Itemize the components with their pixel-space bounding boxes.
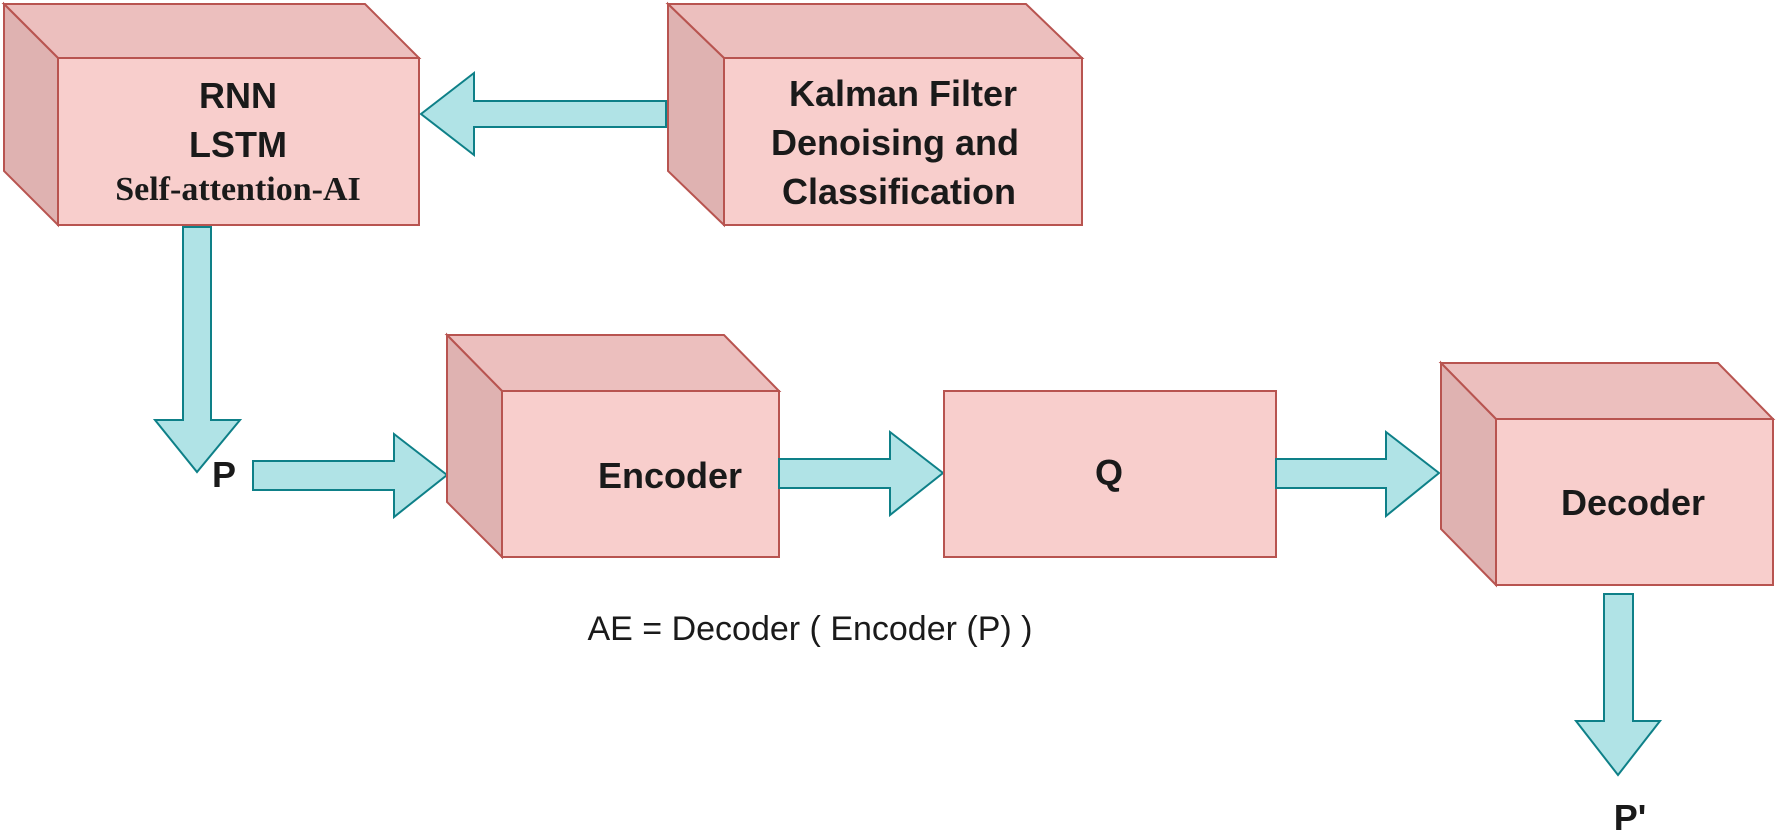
autoencoder-formula: AE = Decoder ( Encoder (P) ) <box>587 610 1032 648</box>
kalman-filter-label: Kalman Filter <box>789 73 1017 114</box>
arrow-encoder-to-q <box>778 429 945 518</box>
arrow-decoder-to-p-prime <box>1573 593 1663 777</box>
arrow-q-to-decoder <box>1275 429 1441 519</box>
self-attention-label: Self-attention-AI <box>115 171 361 208</box>
encoder-label: Encoder <box>598 455 742 496</box>
denoising-label: Denoising and <box>771 122 1019 163</box>
classification-label: Classification <box>782 171 1016 212</box>
rnn-label: RNN <box>199 75 277 116</box>
decoder-block: Decoder <box>1438 360 1776 588</box>
arrow-kalman-to-rnn <box>419 70 667 158</box>
q-label: Q <box>1095 452 1123 493</box>
q-block: Q <box>943 390 1277 558</box>
input-signal-p: P <box>212 454 236 495</box>
output-signal-p-prime: P' <box>1614 797 1647 838</box>
kalman-filter-block: Kalman Filter Denoising and Classificati… <box>665 1 1085 228</box>
lstm-label: LSTM <box>189 124 287 165</box>
arrow-rnn-to-p <box>152 226 243 474</box>
arrow-p-to-encoder <box>252 431 449 520</box>
encoder-block: Encoder <box>444 332 782 560</box>
decoder-label: Decoder <box>1561 482 1705 523</box>
rnn-lstm-block: RNN LSTM Self-attention-AI <box>1 1 422 228</box>
